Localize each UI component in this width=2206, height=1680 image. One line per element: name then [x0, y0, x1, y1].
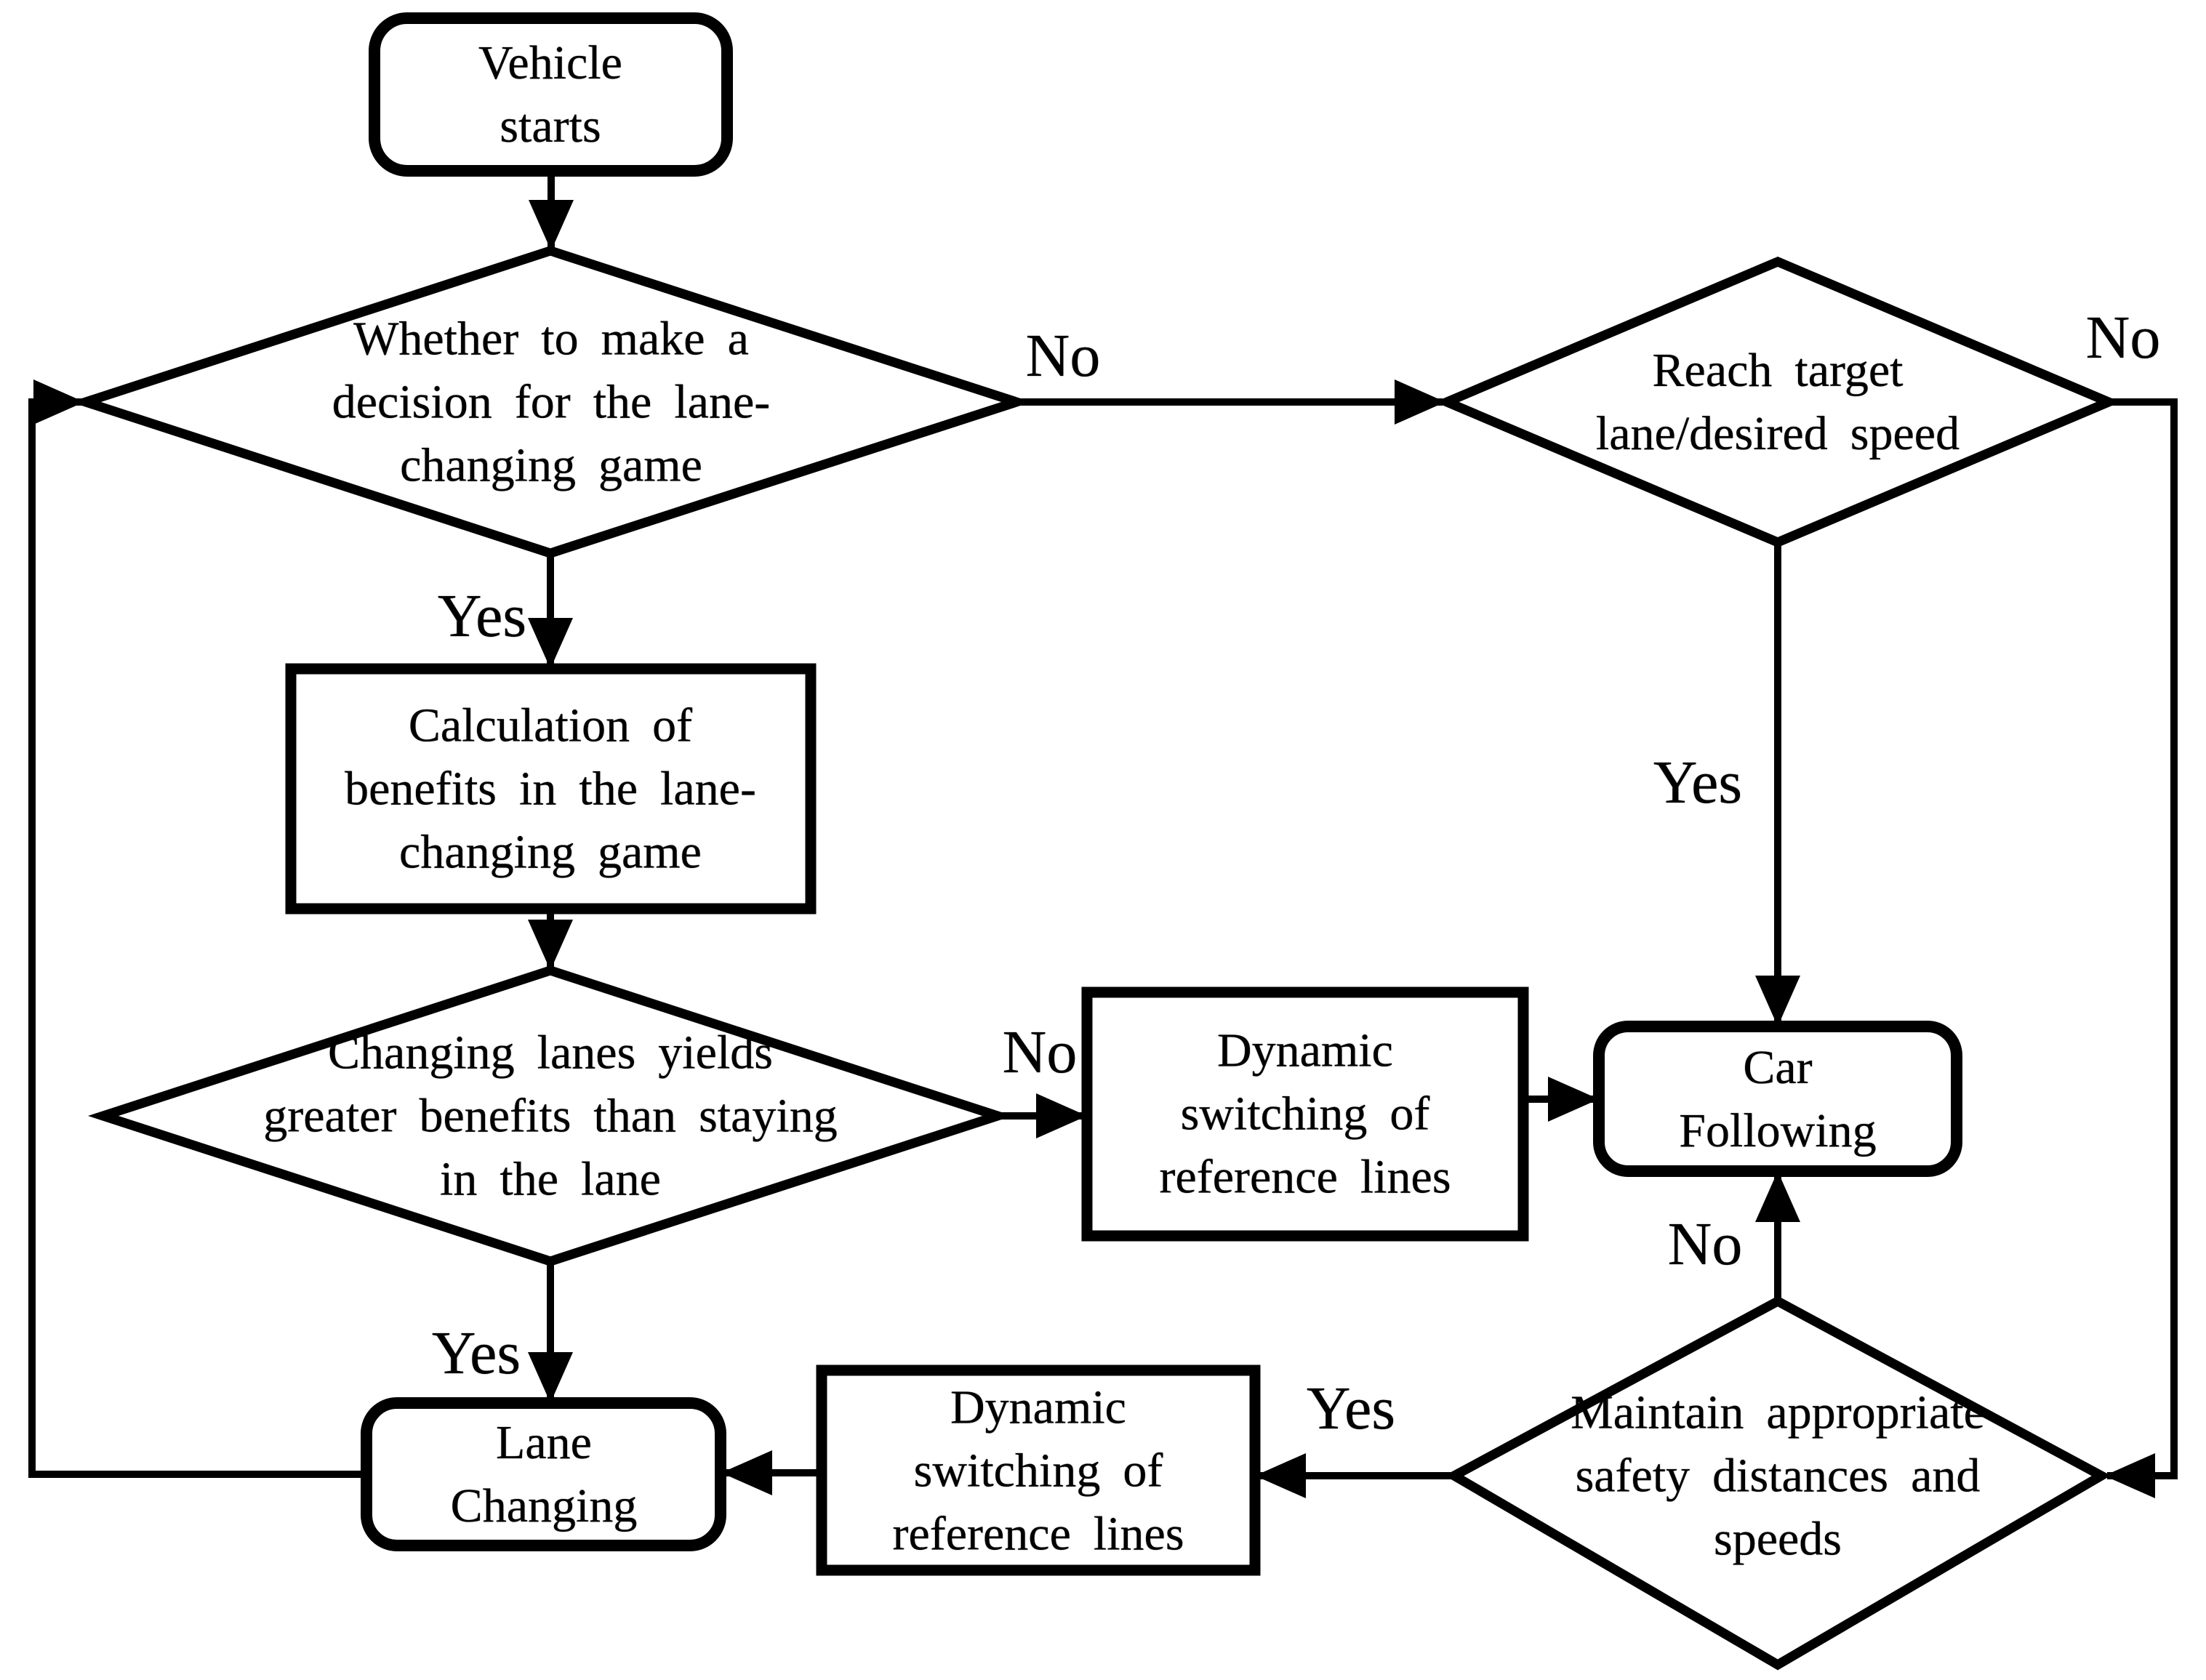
- calc-benefits-shape: [285, 663, 817, 915]
- label-reach-target-yes: Yes: [1653, 749, 1743, 816]
- dyn-switch-lower-shape: [816, 1365, 1261, 1576]
- label-maintain-safety-no: No: [1667, 1210, 1743, 1278]
- dyn-switch-upper-shape: [1081, 986, 1529, 1242]
- edge-lane-changing-feedback-to-decide-game: [28, 379, 366, 1478]
- node-car-following: Car Following: [1679, 1040, 1877, 1157]
- label-decide-game-no: No: [1025, 322, 1101, 390]
- node-dyn-switch-lower: Dynamic switching of reference lines: [892, 1380, 1184, 1561]
- node-decide-game: Whether to make a decision for the lane-…: [332, 312, 771, 492]
- node-calc-benefits: Calculation of benefits in the lane- cha…: [345, 699, 756, 879]
- node-maintain-safety: Maintain appropriate safety distances an…: [1571, 1386, 1985, 1566]
- lane-changing-shape: [361, 1397, 726, 1551]
- vehicle-starts-shape: [369, 12, 733, 177]
- node-lane-changing: Lane Changing: [450, 1415, 638, 1532]
- label-maintain-safety-yes: Yes: [1306, 1375, 1396, 1442]
- node-reach-target: Reach target lane/desired speed: [1595, 343, 1960, 460]
- car-following-shape: [1593, 1021, 1962, 1177]
- label-reach-target-no: No: [2085, 304, 2161, 371]
- label-compare-benefits-no: No: [1002, 1018, 1078, 1086]
- edge-reach-target-no-loop-to-maintain-safety: [2104, 398, 2178, 1498]
- node-vehicle-starts: Vehicle starts: [478, 36, 622, 153]
- node-dyn-switch-upper: Dynamic switching of reference lines: [1159, 1024, 1451, 1204]
- compare-benefits-diamond-shape: [87, 965, 1014, 1266]
- label-compare-benefits-yes: Yes: [431, 1319, 521, 1387]
- node-compare-benefits: Changing lanes yields greater benefits t…: [263, 1026, 838, 1206]
- maintain-safety-diamond-shape: [1444, 1295, 2111, 1671]
- label-decide-game-yes: Yes: [437, 582, 527, 650]
- decide-game-diamond-shape: [70, 246, 1032, 558]
- reach-target-diamond-shape: [1435, 256, 2121, 548]
